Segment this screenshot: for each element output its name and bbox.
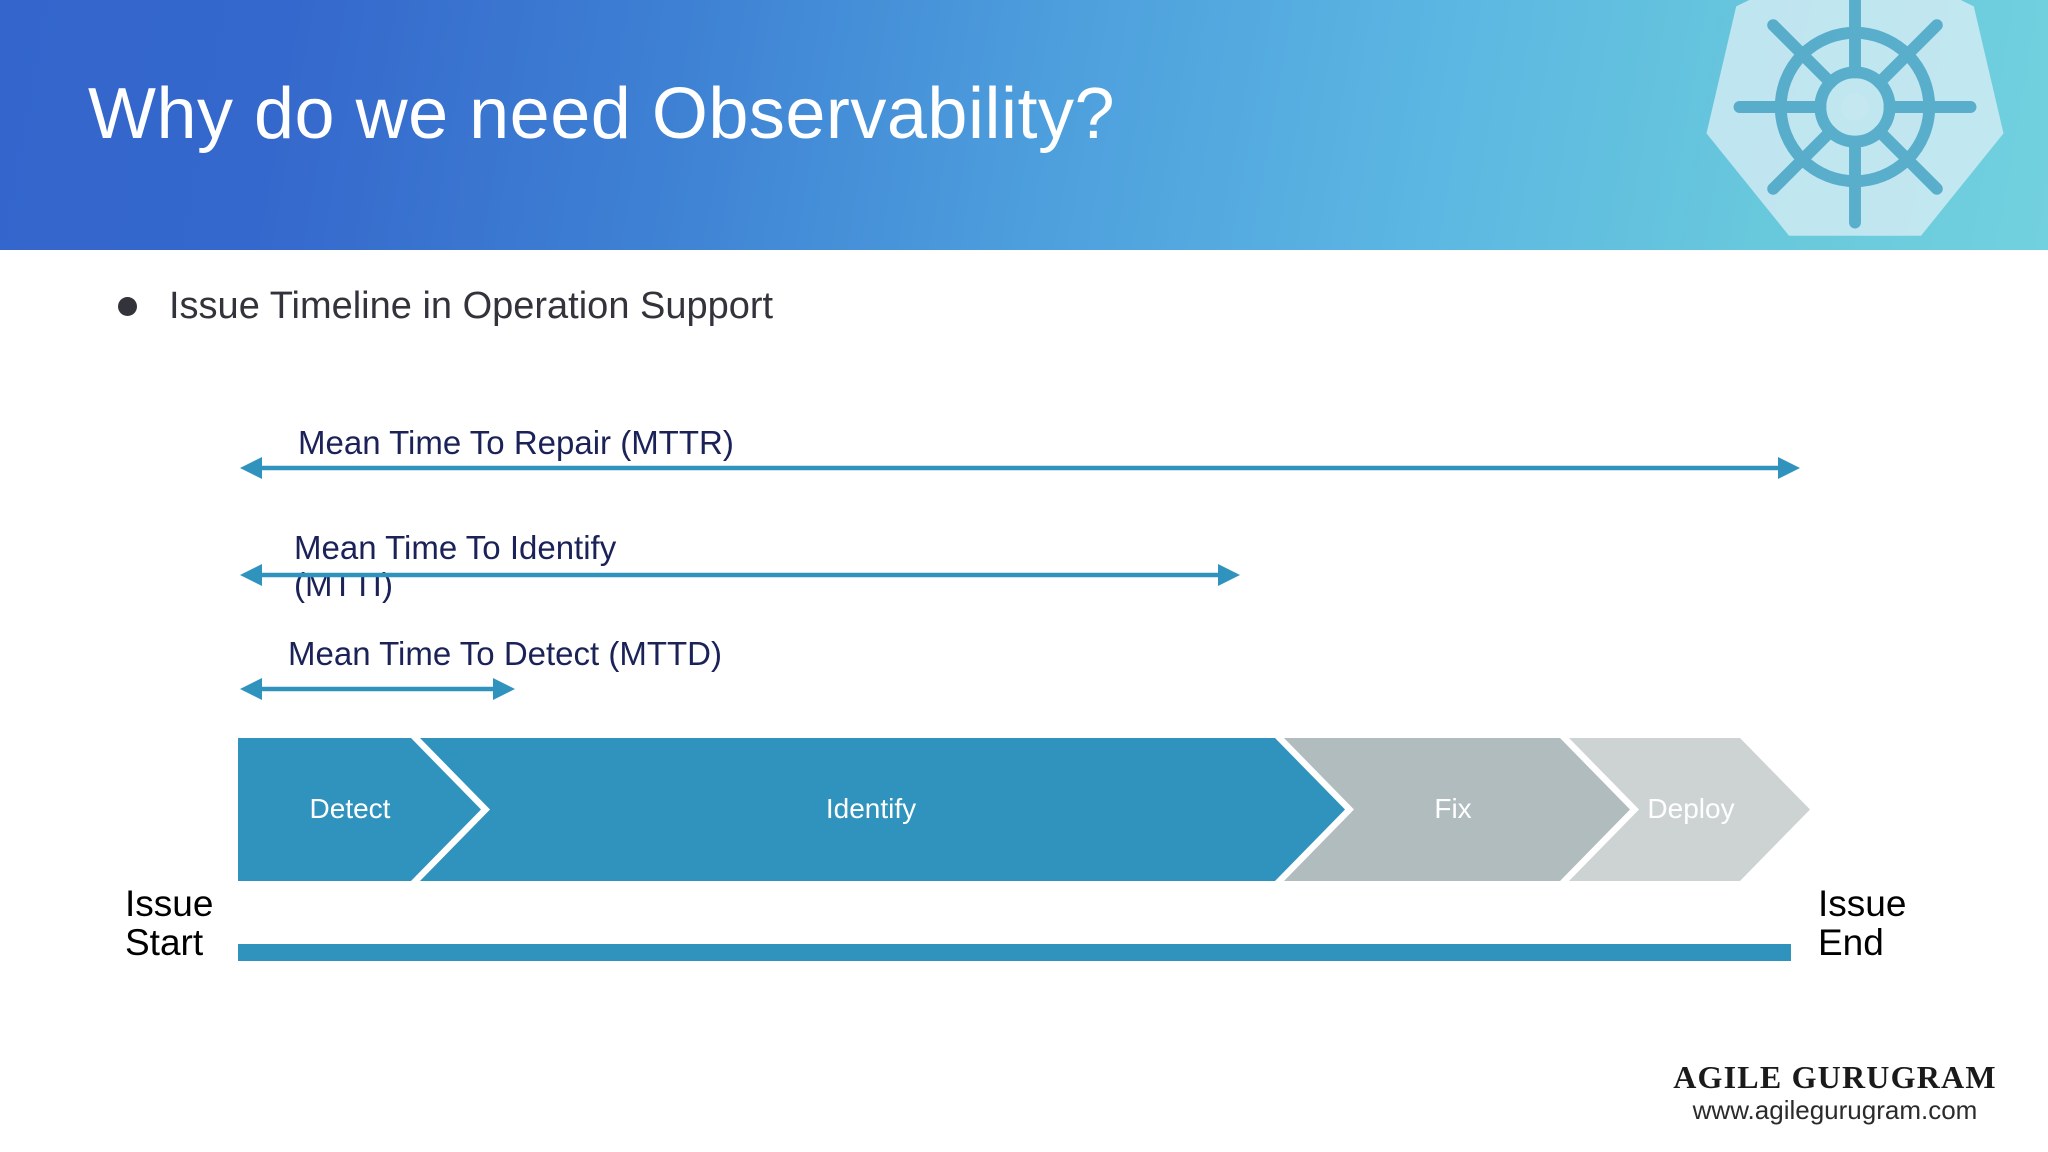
page-title: Why do we need Observability? (88, 74, 1115, 154)
mttr-label: Mean Time To Repair (MTTR) (298, 424, 734, 461)
bullet-item-label: Issue Timeline in Operation Support (169, 285, 774, 327)
process-step-fix[interactable] (1284, 738, 1630, 881)
bullet-item: Issue Timeline in Operation Support (118, 285, 773, 328)
bullet-dot-icon (118, 297, 137, 316)
brand-url: www.agilegurugram.com (1692, 1095, 1978, 1126)
mtti-label: Mean Time To Identify (MTTI) (294, 529, 617, 603)
brand-name: AGILE GURUGRAM (1673, 1058, 1997, 1095)
agile-gurugram-logo: AGILE GURUGRAM www.agilegurugram.com (1670, 1058, 2000, 1126)
mttr-arrow (240, 457, 1800, 479)
process-step-detect[interactable] (238, 738, 481, 881)
slide-header-band: Why do we need Observability? (0, 0, 2048, 250)
mtti-arrow (240, 564, 1240, 586)
timeline-bar (238, 944, 1791, 961)
timeline-start-label: Issue Start (125, 883, 214, 963)
timeline-end-label: Issue End (1818, 883, 1907, 963)
process-step-deploy[interactable] (1569, 738, 1810, 881)
mttd-arrow (240, 678, 515, 700)
process-chevron-bar: Detect Identify Fix Deploy (238, 738, 1810, 881)
process-step-identify[interactable] (420, 738, 1345, 881)
mttd-label: Mean Time To Detect (MTTD) (288, 635, 722, 672)
kubernetes-logo-icon (1706, 0, 2004, 236)
